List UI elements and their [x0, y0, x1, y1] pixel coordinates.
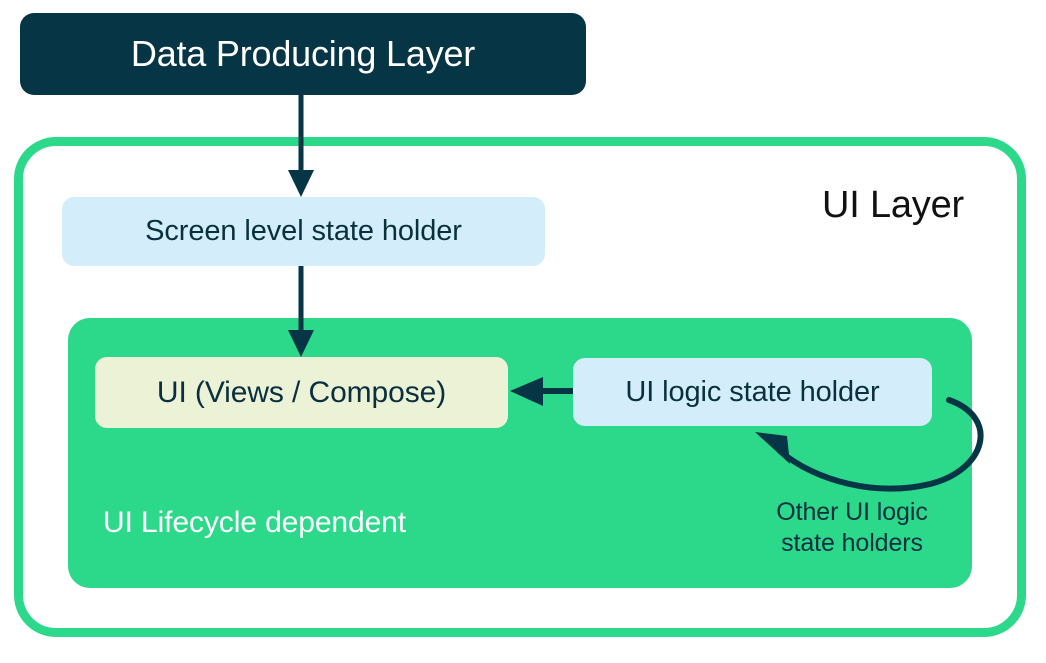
- ui-layer-container: [14, 137, 1026, 637]
- ui-logic-state-holder-box: UI logic state holder: [573, 358, 932, 426]
- ui-views-compose-label: UI (Views / Compose): [156, 375, 447, 409]
- data-producing-layer-label: Data Producing Layer: [130, 33, 476, 74]
- ui-lifecycle-dependent-label: UI Lifecycle dependent: [103, 506, 407, 539]
- ui-layer-title: UI Layer: [821, 184, 964, 226]
- screen-level-state-holder-label: Screen level state holder: [145, 215, 462, 247]
- data-producing-layer-box: Data Producing Layer: [20, 13, 586, 95]
- ui-logic-state-holder-label: UI logic state holder: [625, 375, 880, 408]
- screen-level-state-holder-box: Screen level state holder: [62, 197, 545, 266]
- other-holders-line-1: Other UI logic: [776, 498, 928, 526]
- ui-views-compose-box: UI (Views / Compose): [95, 357, 508, 428]
- other-ui-logic-state-holders-caption: Other UI logic state holders: [742, 497, 962, 558]
- other-holders-line-2: state holders: [781, 528, 923, 557]
